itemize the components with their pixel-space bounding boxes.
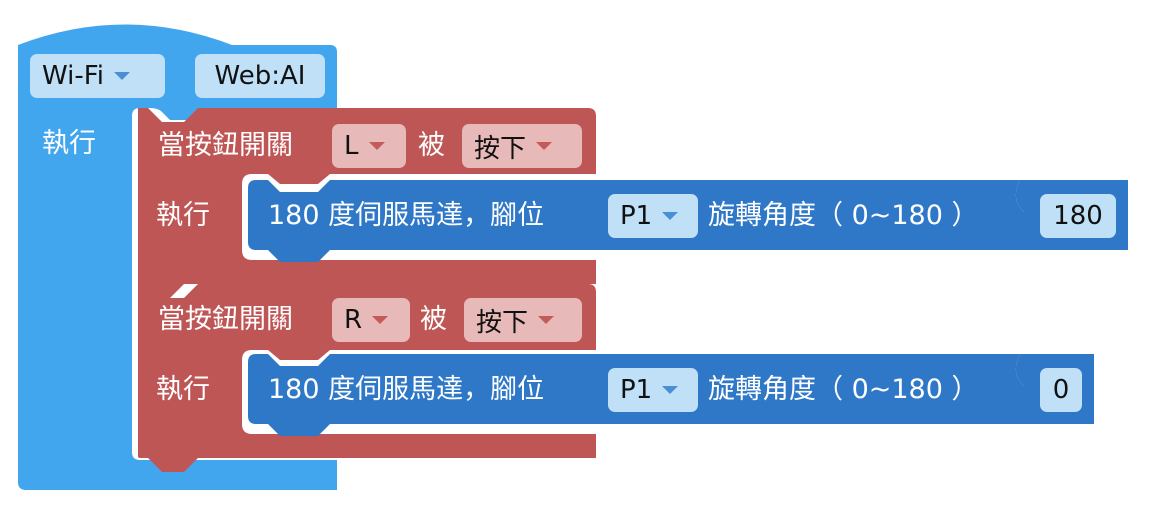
chevron-down-icon: [662, 212, 679, 220]
servo-1-pin-value: P1: [620, 201, 653, 231]
chevron-down-icon: [114, 72, 131, 80]
wifi-dropdown[interactable]: Wi-Fi: [30, 54, 165, 98]
button-r-do-label: 執行: [156, 374, 210, 405]
button-r-state-value: 按下: [476, 307, 529, 338]
button-l-value: L: [344, 131, 359, 161]
chevron-down-icon: [538, 316, 555, 324]
servo-1-angle-input[interactable]: 180: [1040, 194, 1116, 238]
servo-2-label: 180 度伺服馬達，腳位: [268, 374, 545, 405]
chevron-down-icon: [662, 386, 679, 394]
wifi-dropdown-label: Wi-Fi: [42, 61, 105, 91]
button-r-state-dropdown[interactable]: 按下: [464, 298, 582, 342]
wifi-mode-label: Web:AI: [195, 54, 325, 98]
button-l-do-label: 執行: [156, 200, 210, 231]
wifi-do-label: 執行: [42, 128, 96, 159]
servo-2-angle-label: 旋轉角度（ 0~180 ）: [708, 374, 979, 405]
button-r-when-label: 當按鈕開關: [158, 304, 293, 335]
wifi-mode-text: Web:AI: [214, 61, 306, 91]
chevron-down-icon: [372, 316, 389, 324]
chevron-down-icon: [368, 142, 385, 150]
servo-1-pin-dropdown[interactable]: P1: [608, 194, 698, 238]
servo-2-pin-dropdown[interactable]: P1: [608, 368, 698, 412]
button-l-is-label: 被: [418, 130, 445, 161]
chevron-down-icon: [536, 142, 553, 150]
button-l-when-label: 當按鈕開關: [158, 130, 293, 161]
button-l-state-value: 按下: [474, 133, 527, 164]
button-l-dropdown[interactable]: L: [332, 124, 406, 168]
button-l-state-dropdown[interactable]: 按下: [462, 124, 582, 168]
servo-2-angle-input[interactable]: 0: [1040, 368, 1082, 412]
wifi-block[interactable]: [18, 24, 337, 491]
button-r-value: R: [344, 305, 363, 335]
servo-1-label: 180 度伺服馬達，腳位: [268, 200, 545, 231]
servo-1-angle-label: 旋轉角度（ 0~180 ）: [708, 200, 979, 231]
button-r-is-label: 被: [420, 304, 447, 335]
button-r-dropdown[interactable]: R: [332, 298, 410, 342]
servo-2-pin-value: P1: [620, 375, 653, 405]
